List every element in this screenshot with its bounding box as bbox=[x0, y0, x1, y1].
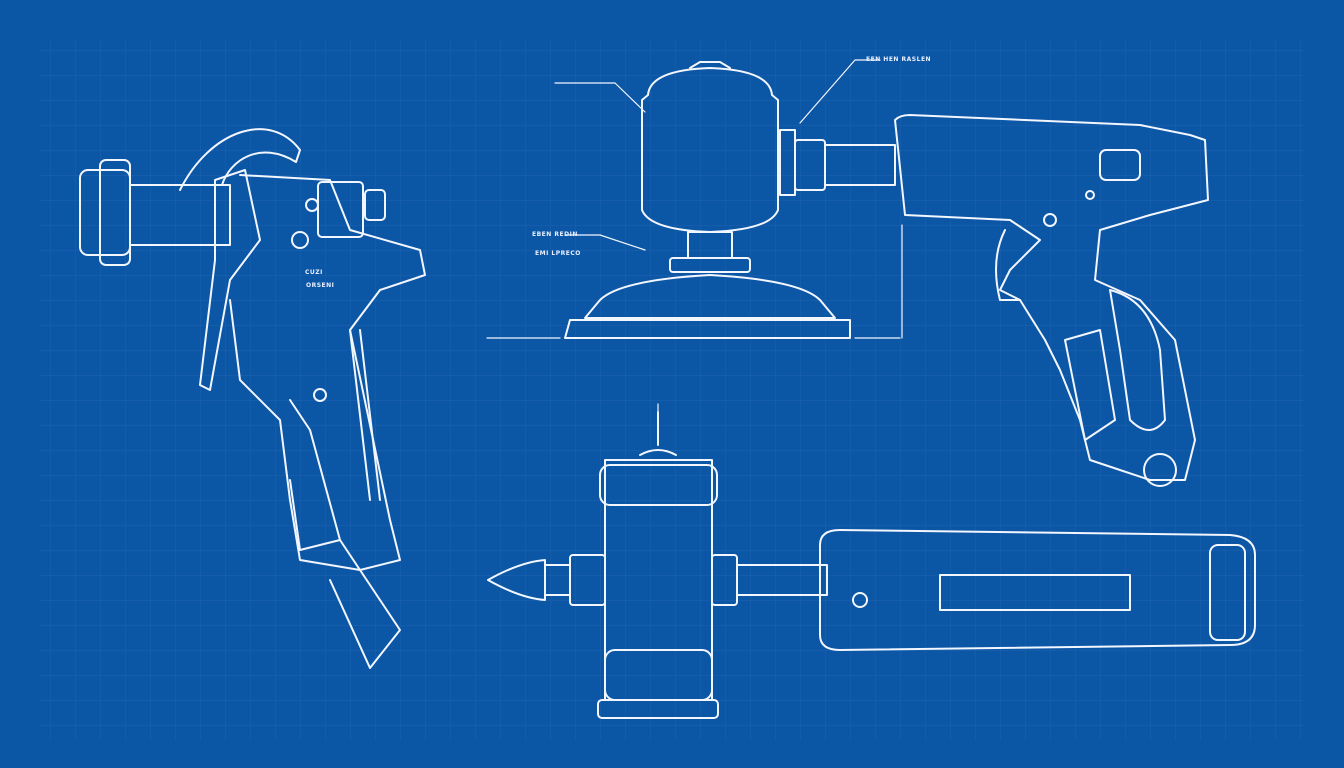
mid-callout-label-2: EMI LPRECO bbox=[535, 250, 581, 257]
callout-lines bbox=[486, 59, 903, 413]
spray-gun-drawing bbox=[79, 128, 426, 669]
sander-drill-drawing bbox=[564, 61, 1209, 487]
gun-text-1: CUZI bbox=[305, 269, 323, 276]
rotary-tool-drawing bbox=[487, 411, 1256, 719]
gun-text-2: ORSENI bbox=[306, 282, 335, 289]
mid-callout-label-1: EBEN REDIN bbox=[532, 231, 578, 238]
top-callout-label: EEN HEN RASLEN bbox=[866, 56, 932, 63]
